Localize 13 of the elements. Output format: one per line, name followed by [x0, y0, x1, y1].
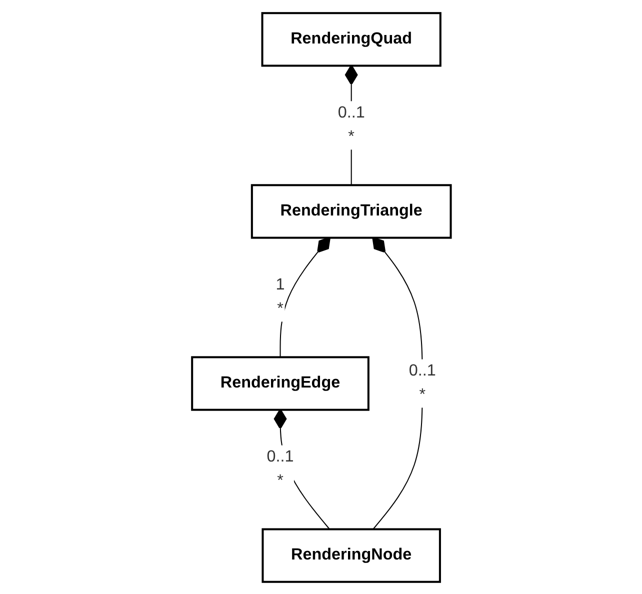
node-box: RenderingNode	[261, 528, 441, 582]
node-box: RenderingEdge	[190, 356, 369, 410]
connector	[279, 236, 330, 357]
label: *	[418, 386, 426, 404]
node-box: RenderingTriangle	[250, 184, 452, 238]
label: *	[348, 128, 354, 146]
node-box: RenderingQuad	[260, 12, 441, 66]
label: 0..1	[408, 362, 436, 379]
label: 1	[275, 276, 284, 293]
label: 0..1	[266, 448, 294, 465]
label: *	[276, 472, 283, 490]
label: 0..1	[337, 104, 364, 121]
label: *	[276, 300, 283, 318]
